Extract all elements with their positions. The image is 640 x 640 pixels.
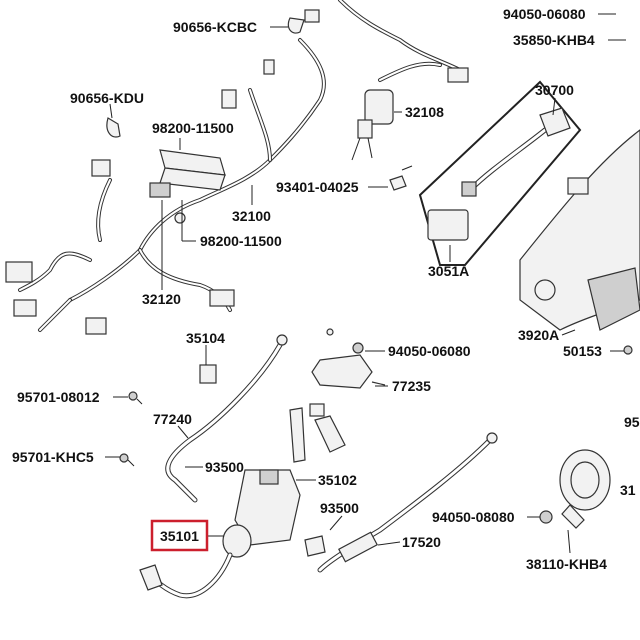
- label-77240: 77240: [153, 411, 192, 427]
- frame-body: [519, 129, 640, 355]
- label-95: 95: [624, 414, 640, 430]
- label-32100: 32100: [232, 208, 271, 224]
- wire-harness: [5, 0, 469, 335]
- label-3920a: 3920A: [518, 327, 559, 343]
- label-35102: 35102: [318, 472, 357, 488]
- label-31: 31: [620, 482, 636, 498]
- label-32108: 32108: [405, 104, 444, 120]
- cable-17520: [304, 432, 498, 573]
- label-38110-khb4: 38110-KHB4: [526, 556, 607, 572]
- horn: [539, 449, 611, 529]
- seat-lock-cable: [165, 334, 288, 503]
- label-32120: 32120: [142, 291, 181, 307]
- ignition-switch: [139, 469, 301, 599]
- label-93500-b: 93500: [320, 500, 359, 516]
- label-94050-06080-mid: 94050-06080: [388, 343, 471, 359]
- leader-lines: [105, 13, 626, 554]
- label-35101: 35101: [160, 528, 199, 544]
- label-35104: 35104: [186, 330, 225, 346]
- label-3051a: 3051A: [428, 263, 469, 279]
- fuse-holder: [149, 149, 226, 198]
- keys: [289, 403, 346, 463]
- highlight-box: [150, 519, 209, 552]
- ignition-coil-box: [418, 80, 582, 266]
- bolt: [389, 165, 413, 191]
- label-77235: 77235: [392, 378, 431, 394]
- label-93401-04025: 93401-04025: [276, 179, 359, 195]
- screw-95701-08012: [128, 391, 143, 405]
- label-93500-a: 93500: [205, 459, 244, 475]
- clamp-90656-kdu: [106, 117, 121, 138]
- label-17520: 17520: [402, 534, 441, 550]
- bracket: [311, 328, 386, 389]
- label-30700: 30700: [535, 82, 574, 98]
- label-95701-khc5: 95701-KHC5: [12, 449, 94, 465]
- relay: [351, 89, 394, 161]
- label-94050-08080: 94050-08080: [432, 509, 515, 525]
- clamp-90656-kcbc: [287, 17, 305, 34]
- label-95701-08012: 95701-08012: [17, 389, 100, 405]
- label-90656-kcbc: 90656-KCBC: [173, 19, 257, 35]
- label-50153: 50153: [563, 343, 602, 359]
- label-98200-11500-a: 98200-11500: [152, 120, 234, 136]
- screw-95701-khc5: [119, 453, 135, 467]
- label-90656-kdu: 90656-KDU: [70, 90, 144, 106]
- part-labels: 90656-KCBC 94050-06080 35850-KHB4 90656-…: [12, 6, 640, 572]
- label-94050-06080-top: 94050-06080: [503, 6, 586, 22]
- label-35850-khb4: 35850-KHB4: [513, 32, 595, 48]
- label-98200-11500-b: 98200-11500: [200, 233, 282, 249]
